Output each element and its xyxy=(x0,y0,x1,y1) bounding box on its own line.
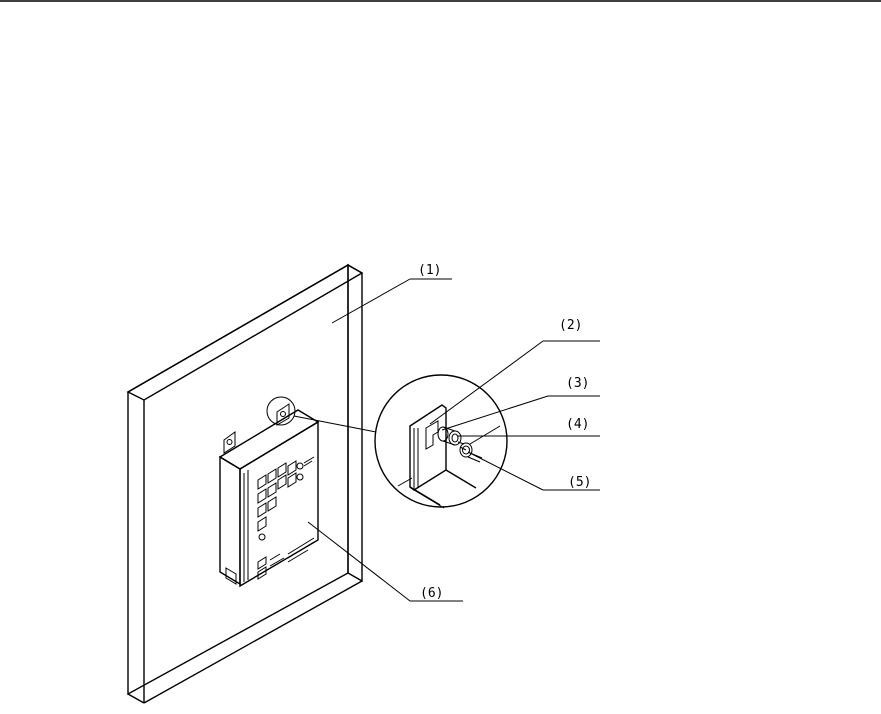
control-box xyxy=(220,404,318,586)
label-5: (5) xyxy=(568,475,591,490)
control-buttons xyxy=(258,457,314,540)
label-1: (1) xyxy=(418,263,441,278)
label-6: (6) xyxy=(420,586,443,601)
detail-view xyxy=(375,375,507,508)
label-3: (3) xyxy=(566,376,589,391)
leader-lines xyxy=(308,279,600,601)
wall-panel xyxy=(128,265,362,703)
label-4: (4) xyxy=(566,417,589,432)
label-2: (2) xyxy=(559,318,582,333)
